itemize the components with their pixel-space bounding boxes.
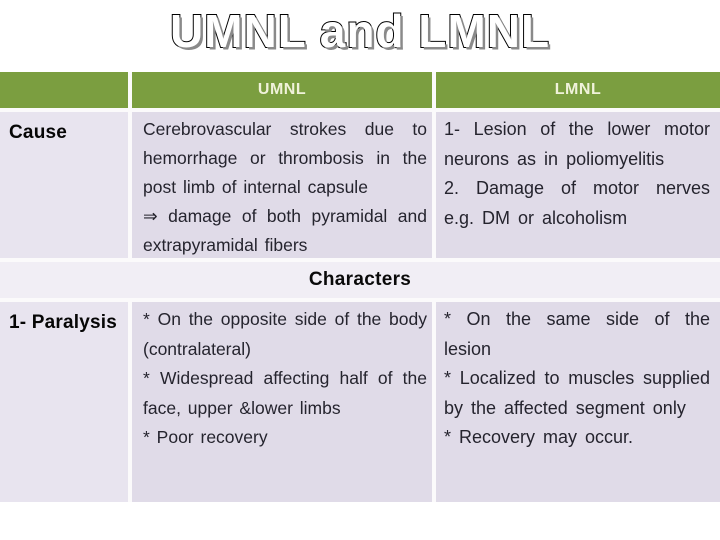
cell-paralysis-lmnl: * On the same side of the lesion * Local…	[436, 302, 720, 502]
paralysis-umnl-item: * Widespread affecting half of the face,…	[143, 368, 427, 418]
cause-umnl-text: Cerebrovascular strokes due to hemorrhag…	[143, 119, 427, 197]
column-header-umnl: UMNL	[132, 72, 432, 108]
cause-lmnl-item: 1- Lesion of the lower motor neurons as …	[444, 119, 710, 169]
cause-lmnl-item: 2. Damage of motor nerves e.g. DM or alc…	[444, 178, 710, 228]
cell-cause-umnl: Cerebrovascular strokes due to hemorrhag…	[132, 112, 432, 258]
cell-cause-lmnl: 1- Lesion of the lower motor neurons as …	[436, 112, 720, 258]
paralysis-lmnl-item: * Localized to muscles supplied by the a…	[444, 368, 710, 418]
paralysis-umnl-item: * On the opposite side of the body (cont…	[143, 309, 427, 359]
row-label-cause: Cause	[0, 112, 128, 258]
section-header-characters: Characters	[0, 262, 720, 298]
table-corner-cell	[0, 72, 128, 108]
cause-umnl-consequence: ⇒ damage of both pyramidal and extrapyra…	[143, 206, 427, 255]
row-label-paralysis: 1- Paralysis	[0, 302, 128, 502]
paralysis-umnl-item: * Poor recovery	[143, 427, 268, 447]
page-title: UMNL and LMNL	[169, 4, 551, 58]
cell-paralysis-umnl: * On the opposite side of the body (cont…	[132, 302, 432, 502]
paralysis-lmnl-item: * On the same side of the lesion	[444, 309, 710, 359]
column-header-lmnl: LMNL	[436, 72, 720, 108]
comparison-table: UMNL LMNL Cause Cerebrovascular strokes …	[0, 72, 720, 502]
paralysis-lmnl-item: * Recovery may occur.	[444, 427, 634, 447]
